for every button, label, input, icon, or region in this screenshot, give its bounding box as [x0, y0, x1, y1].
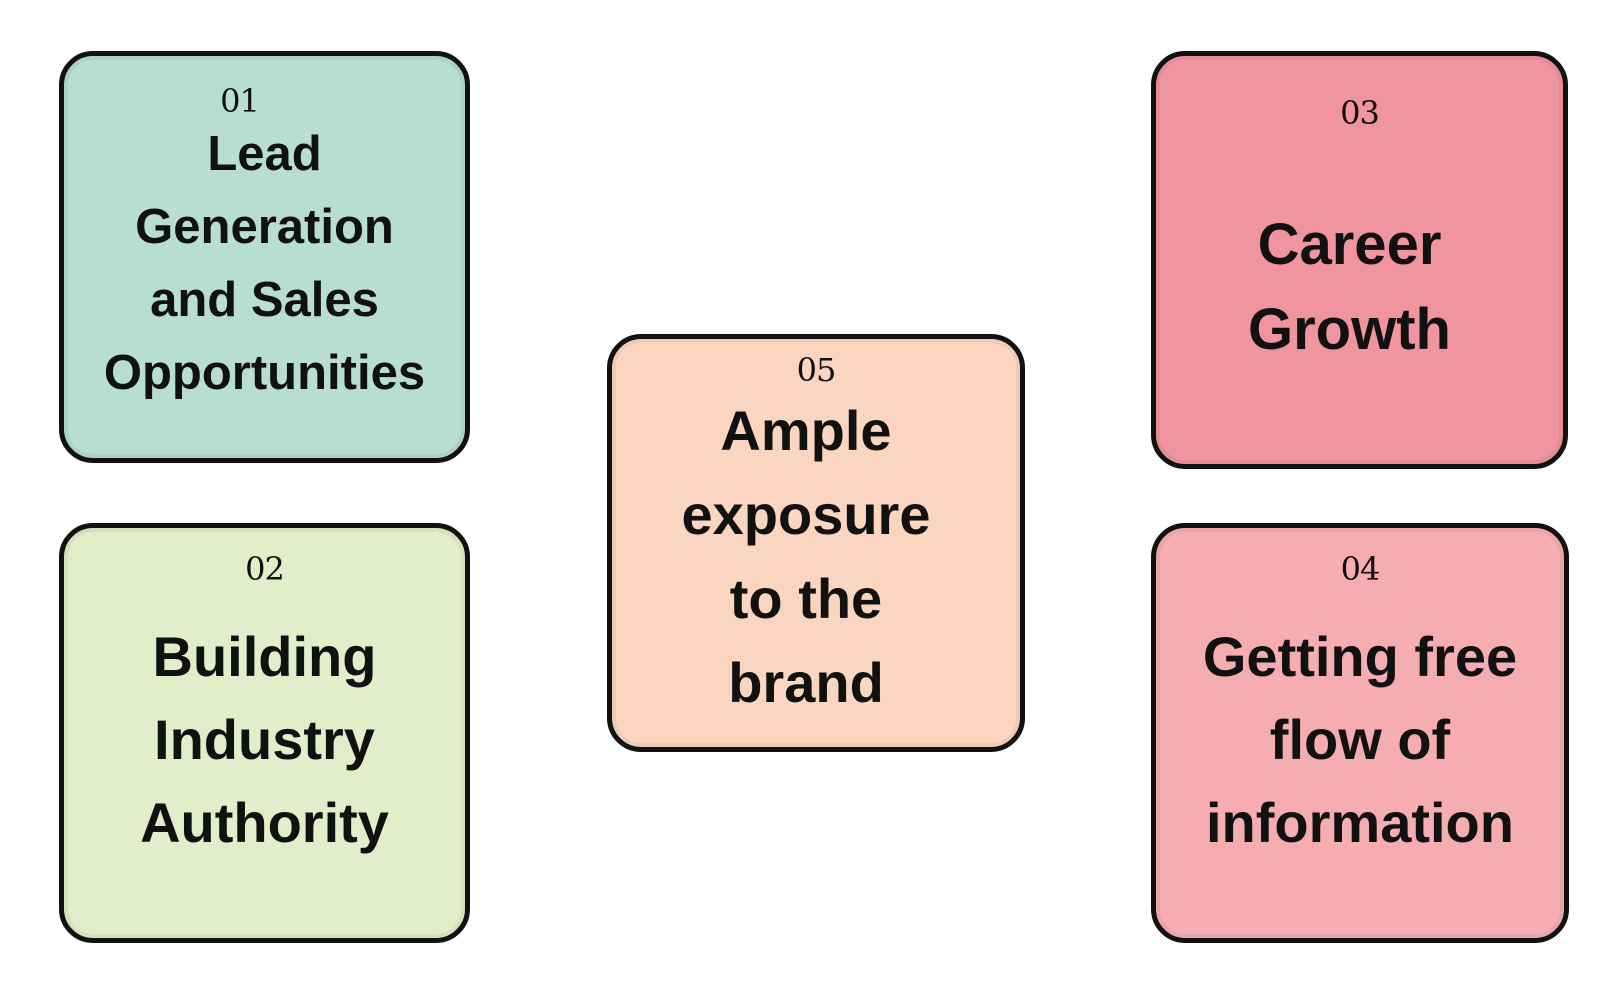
card-label: Career Growth	[1248, 212, 1451, 362]
card-number: 01	[220, 82, 260, 120]
benefit-card-brand-exposure: 05 Ample exposure to the brand	[607, 334, 1025, 752]
card-number: 02	[245, 550, 285, 588]
benefit-card-career-growth: 03 Career Growth	[1151, 51, 1568, 469]
card-label: Getting free flow of information	[1202, 625, 1518, 854]
card-label: Ample exposure to the brand	[681, 399, 931, 714]
benefit-card-lead-generation: 01 Lead Generation and Sales Opportuniti…	[59, 51, 470, 463]
card-label: Lead Generation and Sales Opportunities	[103, 127, 426, 400]
benefit-card-information-flow: 04 Getting free flow of information	[1151, 523, 1569, 943]
card-number: 04	[1340, 550, 1381, 588]
card-number: 05	[796, 351, 837, 389]
card-label: Building Industry Authority	[140, 625, 389, 854]
benefit-card-industry-authority: 02 Building Industry Authority	[59, 523, 470, 943]
card-number: 03	[1340, 94, 1380, 132]
